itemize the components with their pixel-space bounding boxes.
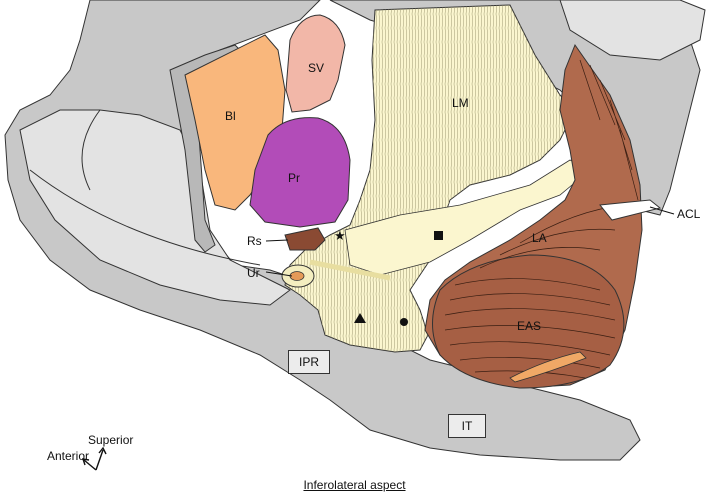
marker-triangle bbox=[354, 313, 366, 323]
figure-caption: Inferolateral aspect bbox=[303, 478, 406, 492]
ischial-line-2 bbox=[81, 109, 101, 191]
marker-square bbox=[434, 231, 443, 240]
label-rs: Rs bbox=[247, 234, 262, 248]
label-anterior: Anterior bbox=[47, 449, 89, 463]
label-ipr: IPR bbox=[288, 350, 330, 374]
pelvic-bone-sacrum bbox=[559, 0, 706, 61]
rectourethralis bbox=[284, 227, 326, 251]
label-pr: Pr bbox=[288, 171, 300, 185]
label-lm: LM bbox=[452, 96, 469, 110]
orientation-arrows bbox=[81, 446, 107, 471]
label-la: LA bbox=[532, 231, 547, 245]
anococcygeal-ligament bbox=[599, 199, 662, 221]
label-acl: ACL bbox=[677, 207, 701, 221]
label-sv: SV bbox=[308, 61, 324, 75]
urethra-band bbox=[309, 259, 391, 281]
urethra-lumen bbox=[289, 271, 305, 281]
label-eas: EAS bbox=[517, 319, 541, 333]
leader-rs bbox=[265, 239, 289, 242]
ischial-line bbox=[29, 169, 261, 266]
eas-fat-band bbox=[509, 351, 587, 383]
leader-ur bbox=[265, 271, 293, 277]
label-superior: Superior bbox=[88, 433, 133, 447]
label-bl: Bl bbox=[225, 109, 236, 123]
leader-acl bbox=[649, 206, 675, 215]
prostate bbox=[249, 117, 351, 228]
marker-star: ★ bbox=[334, 229, 346, 244]
obturator-foramen-region bbox=[19, 109, 291, 306]
seminal-vesicle bbox=[285, 14, 346, 113]
label-it: IT bbox=[448, 414, 486, 438]
label-ur: Ur bbox=[247, 266, 260, 280]
marker-circle bbox=[400, 318, 408, 326]
